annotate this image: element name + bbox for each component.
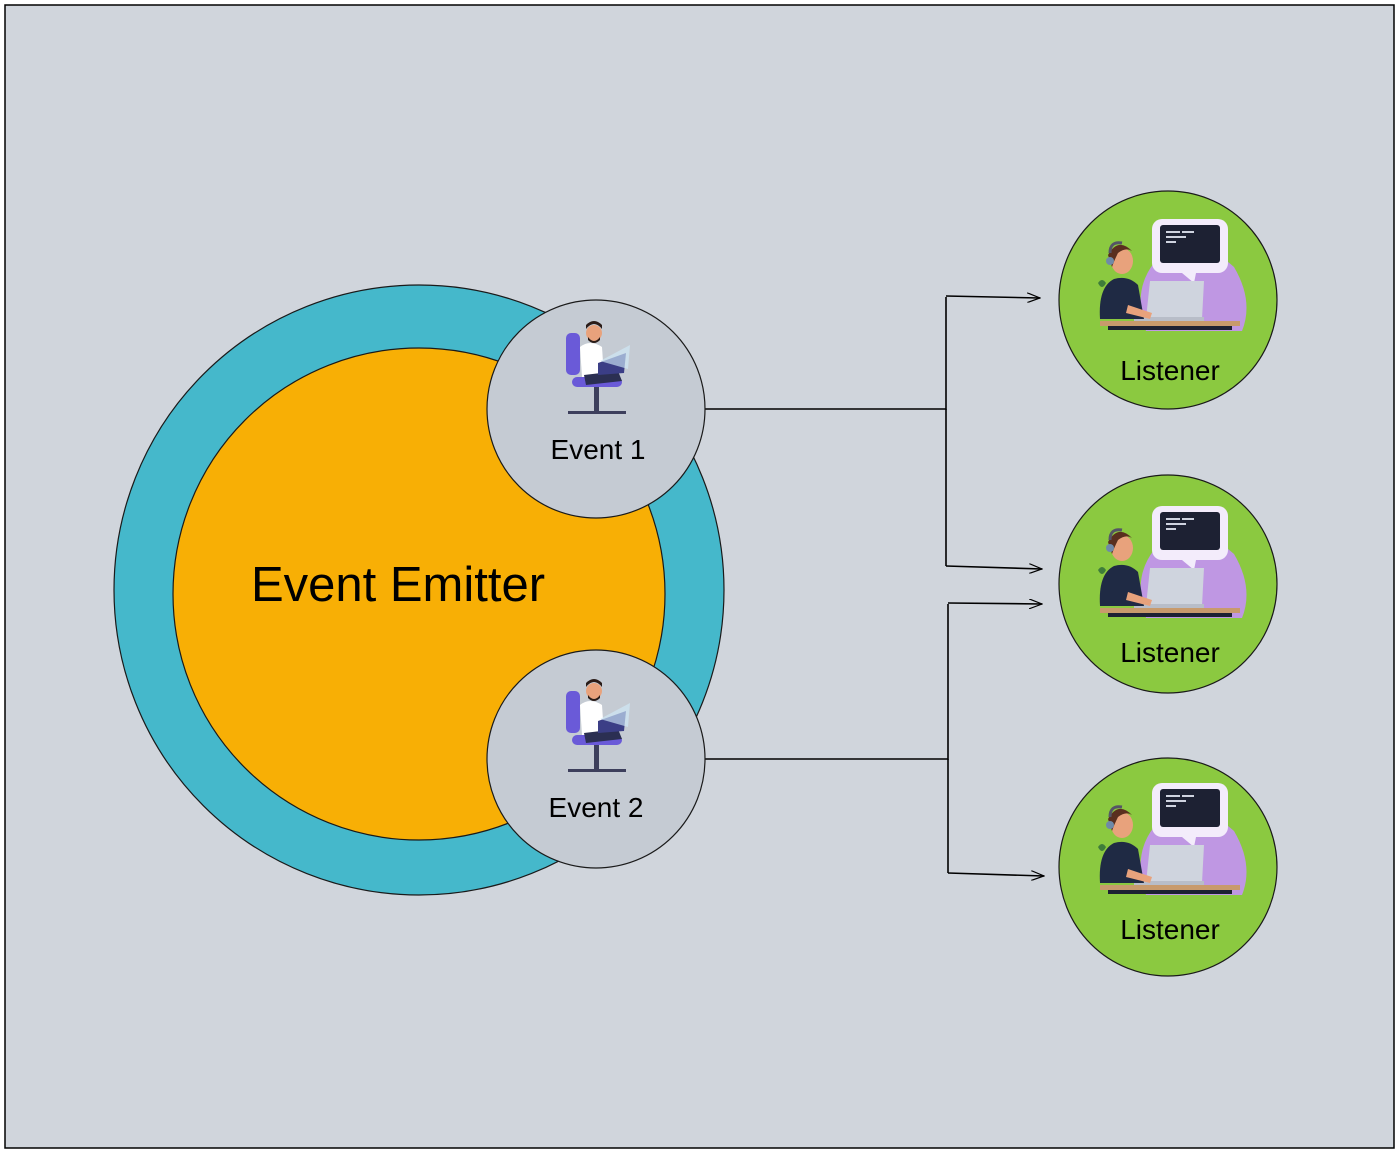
event-label: Event 1 <box>551 434 646 465</box>
listener-node-1: Listener <box>1058 190 1278 410</box>
event-label: Event 2 <box>549 792 644 823</box>
listener-node-2: Listener <box>1058 474 1278 694</box>
listener-label: Listener <box>1120 637 1220 668</box>
arrow-event1-to-listener2 <box>945 566 1042 569</box>
emitter-label: Event Emitter <box>251 558 545 612</box>
arrow-event2-to-listener3 <box>947 873 1044 876</box>
listener-label: Listener <box>1120 914 1220 945</box>
arrow-event2-to-listener2 <box>947 603 1042 604</box>
listener-node-3: Listener <box>1058 757 1278 977</box>
listener-label: Listener <box>1120 355 1220 386</box>
connectors <box>705 296 1044 876</box>
event-node-2: Event 2 <box>486 649 706 869</box>
event-node-1: Event 1 <box>486 299 706 519</box>
arrow-event1-to-listener1 <box>945 296 1040 298</box>
